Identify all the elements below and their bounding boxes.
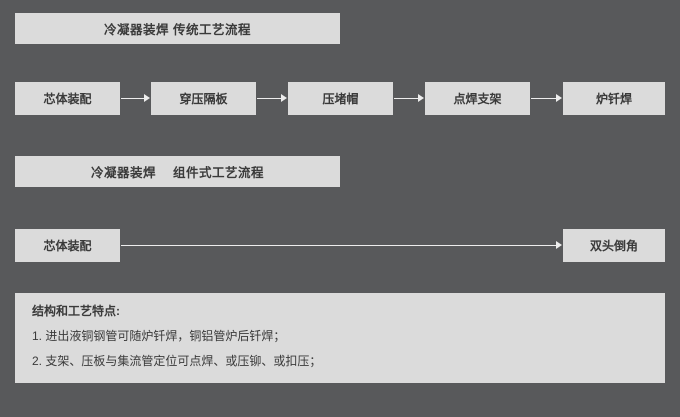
flow-arrow-icon: [394, 94, 424, 103]
flow-arrow-icon: [257, 94, 287, 103]
flow-arrow-icon: [531, 94, 562, 103]
arrow-line: [257, 98, 282, 99]
modular-step-double-end-chamfer: 双头倒角: [563, 229, 665, 262]
flow-arrow-icon: [121, 241, 562, 250]
arrow-line: [121, 98, 145, 99]
traditional-step-press-cap: 压堵帽: [288, 82, 393, 115]
modular-step-core-assembly: 芯体装配: [15, 229, 120, 262]
note-line-2: 2. 支架、压板与集流管定位可点焊、或压铆、或扣压；: [32, 354, 322, 368]
arrow-head: [556, 94, 562, 102]
arrow-head: [281, 94, 287, 102]
traditional-step-press-partition: 穿压隔板: [151, 82, 256, 115]
modular-flow-title: 冷凝器装焊 组件式工艺流程: [15, 156, 340, 187]
arrow-head: [556, 241, 562, 249]
flow-arrow-icon: [121, 94, 150, 103]
arrow-line: [394, 98, 419, 99]
arrow-head: [144, 94, 150, 102]
arrow-line: [531, 98, 557, 99]
traditional-step-spot-weld-bracket: 点焊支架: [425, 82, 530, 115]
notes-panel: 结构和工艺特点: 1. 进出液铜钢管可随炉钎焊，铜铝管炉后钎焊； 2. 支架、压…: [15, 293, 665, 383]
traditional-step-furnace-brazing: 炉钎焊: [563, 82, 665, 115]
notes-title: 结构和工艺特点:: [32, 304, 120, 318]
arrow-line: [121, 245, 557, 246]
note-line-1: 1. 进出液铜钢管可随炉钎焊，铜铝管炉后钎焊；: [32, 329, 286, 343]
arrow-head: [418, 94, 424, 102]
traditional-flow-title: 冷凝器装焊 传统工艺流程: [15, 13, 340, 44]
traditional-step-core-assembly: 芯体装配: [15, 82, 120, 115]
